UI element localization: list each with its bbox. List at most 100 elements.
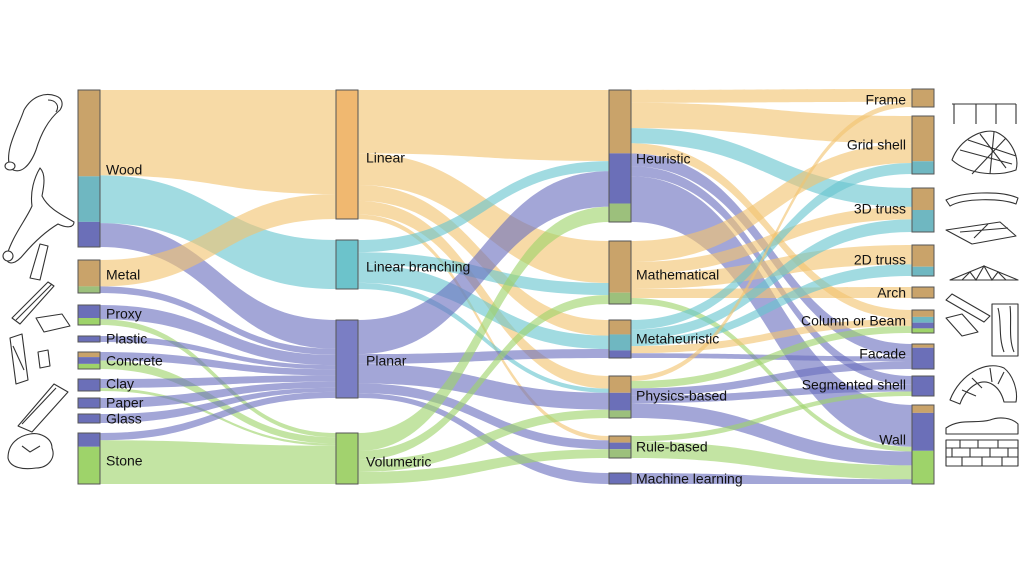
node-clay <box>77 378 101 392</box>
node-heuristic <box>608 89 632 223</box>
label-plastic: Plastic <box>106 331 147 347</box>
node-segment <box>78 433 100 447</box>
node-segment <box>912 405 934 413</box>
flow-planar-to-heuristic <box>358 171 609 355</box>
label-concrete: Concrete <box>106 353 163 369</box>
node-frame <box>911 88 935 108</box>
label-frame: Frame <box>866 92 907 108</box>
label-truss-2d: 2D truss <box>854 252 906 268</box>
flow-planar-to-rule_based <box>358 383 609 450</box>
flow-rule_based-to-segmented_shell <box>631 391 912 442</box>
label-segmented-shell: Segmented shell <box>802 377 906 393</box>
node-outline <box>911 286 935 299</box>
node-outline <box>77 432 101 485</box>
node-segment <box>912 245 934 267</box>
diagram-nodes <box>77 88 935 485</box>
flow-metaheuristic-to-column_beam <box>631 319 912 354</box>
flow-linear-to-heuristic <box>358 90 609 162</box>
flow-mathematical-to-arch <box>631 287 912 298</box>
node-segment <box>78 221 100 247</box>
node-metal <box>77 259 101 294</box>
label-clay: Clay <box>106 376 134 392</box>
node-outline <box>335 432 359 485</box>
node-mathematical <box>608 240 632 305</box>
flow-physics_based-to-facade <box>631 361 912 396</box>
wood-branch-icon <box>2 167 75 264</box>
node-segment <box>78 363 100 369</box>
node-segment <box>78 90 100 177</box>
label-facade: Facade <box>859 346 906 362</box>
flow-volumetric-to-mathematical <box>358 295 609 460</box>
truss-3d-curved-icon <box>945 192 1019 207</box>
node-machine-learning <box>608 472 632 485</box>
node-segment <box>609 241 631 293</box>
glass-pane-icon <box>9 333 29 385</box>
wood-facade-panel-icon <box>991 303 1019 357</box>
node-segment <box>78 446 100 484</box>
frame-structure-icon <box>952 103 1017 124</box>
node-wood <box>77 89 101 248</box>
wood-log-icon <box>4 93 63 172</box>
label-volumetric: Volumetric <box>366 454 431 470</box>
flow-heuristic-to-column_beam <box>631 143 912 320</box>
node-segment <box>912 161 934 174</box>
node-facade <box>911 343 935 370</box>
node-outline <box>77 335 101 343</box>
node-grid-shell <box>911 115 935 175</box>
label-wall: Wall <box>879 432 906 448</box>
flow-linear-to-mathematical <box>358 153 609 283</box>
flow-mathematical-to-truss_2d <box>631 245 912 289</box>
node-segment <box>912 287 934 298</box>
node-segment <box>78 357 100 364</box>
flow-stone-to-volumetric <box>100 440 336 484</box>
node-outline <box>911 309 935 334</box>
flow-physics_based-to-frame <box>631 101 912 381</box>
node-segment <box>78 176 100 222</box>
node-segment <box>609 153 631 204</box>
node-outline <box>911 404 935 485</box>
node-segment <box>912 116 934 162</box>
node-segment <box>912 322 934 329</box>
label-planar: Planar <box>366 353 407 369</box>
label-wood: Wood <box>106 162 142 178</box>
node-segment <box>609 410 631 418</box>
node-linear <box>335 89 359 220</box>
node-outline <box>911 187 935 233</box>
node-metaheuristic <box>608 319 632 359</box>
grid-shell-icon <box>951 130 1018 175</box>
node-segment <box>912 450 934 484</box>
node-segment <box>609 442 631 450</box>
flow-metal-to-planar <box>100 286 336 355</box>
node-outline <box>911 88 935 108</box>
node-physics-based <box>608 375 632 419</box>
node-segment <box>609 436 631 443</box>
node-outline <box>911 115 935 175</box>
node-segment <box>78 305 100 318</box>
proxy-block-icon <box>35 313 71 333</box>
node-outline <box>335 319 359 399</box>
node-segment <box>912 266 934 276</box>
truss-2d-icon <box>949 264 1019 281</box>
node-proxy <box>77 304 101 326</box>
flow-heuristic-to-facade <box>631 153 912 357</box>
flow-machine_learning-to-wall <box>631 473 912 484</box>
node-outline <box>608 240 632 305</box>
node-planar <box>335 319 359 399</box>
flow-planar-to-metaheuristic <box>358 349 609 364</box>
node-outline <box>608 472 632 485</box>
node-paper <box>77 397 101 409</box>
flow-volumetric-to-heuristic <box>358 206 609 451</box>
node-glass <box>77 413 101 424</box>
node-outline <box>608 435 632 459</box>
node-segment <box>609 320 631 335</box>
flow-volumetric-to-rule_based <box>358 449 609 484</box>
node-segment <box>912 347 934 369</box>
label-mathematical: Mathematical <box>636 267 719 283</box>
panel-icon <box>945 313 979 337</box>
flow-linear_branching-to-physics_based <box>358 282 609 393</box>
node-truss-3d <box>911 187 935 233</box>
flow-physics_based-to-column_beam <box>631 326 912 389</box>
label-heuristic: Heuristic <box>636 151 690 167</box>
node-segment <box>609 292 631 304</box>
